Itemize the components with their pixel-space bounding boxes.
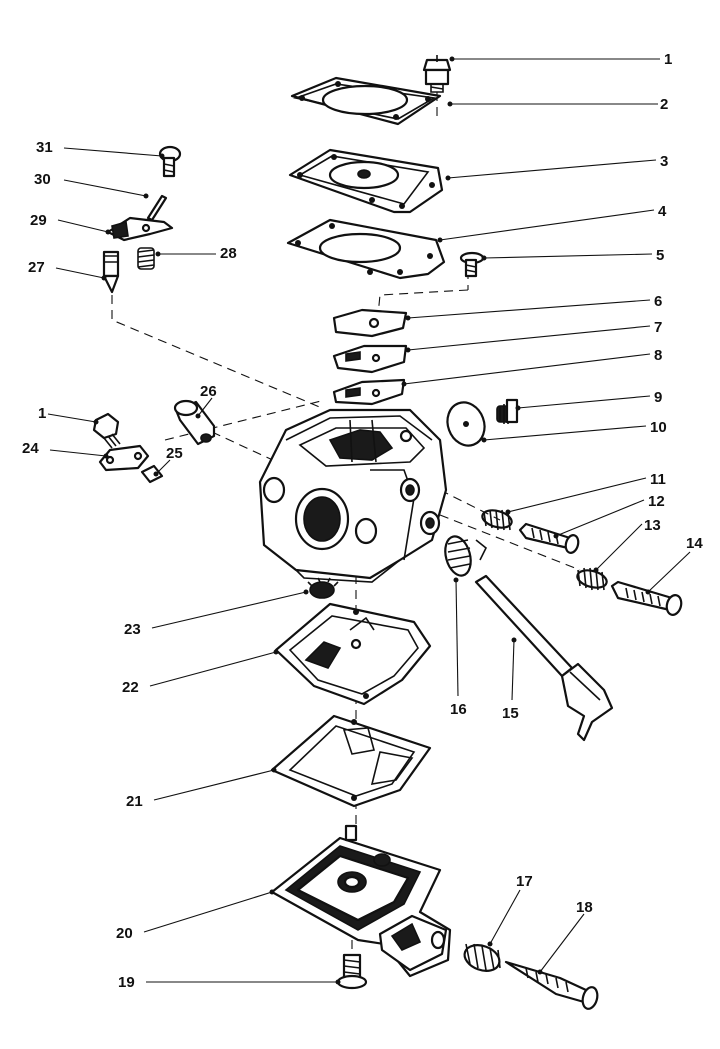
svg-text:14: 14 (686, 535, 703, 552)
callout-16: 16 (450, 577, 467, 718)
callout-28: 28 (155, 245, 237, 262)
svg-text:16: 16 (450, 701, 467, 718)
part-27-needle-valve (102, 250, 120, 294)
svg-text:29: 29 (30, 212, 47, 229)
callout-24: 24 (22, 440, 109, 459)
svg-text:4: 4 (658, 203, 667, 220)
callout-13: 13 (593, 517, 661, 573)
svg-text:18: 18 (576, 899, 593, 916)
callout-30: 30 (34, 171, 149, 199)
part-6-lever-plate (332, 308, 408, 338)
part-16-return-spring (444, 535, 488, 577)
part-25-clip (140, 464, 164, 484)
part-5-screw (459, 251, 485, 278)
callout-23: 23 (124, 589, 309, 638)
part-28-spring (137, 247, 155, 270)
svg-text:20: 20 (116, 925, 133, 942)
svg-text:25: 25 (166, 445, 183, 462)
callout-7: 7 (405, 319, 662, 353)
svg-text:7: 7 (654, 319, 662, 336)
part-14-needle-screw (610, 580, 683, 616)
svg-text:26: 26 (200, 383, 217, 400)
part-30-pin (146, 194, 168, 222)
svg-text:2: 2 (660, 96, 668, 113)
part-15-throttle-shaft (474, 574, 614, 742)
svg-text:22: 22 (122, 679, 139, 696)
part-17-spring (463, 943, 501, 972)
callout-31: 31 (36, 139, 165, 159)
svg-text:8: 8 (654, 347, 662, 364)
part-7-lever (332, 344, 408, 374)
part-23-gear-screen (307, 577, 339, 599)
part-4-gasket (286, 218, 446, 280)
svg-text:17: 17 (516, 873, 533, 890)
svg-text:13: 13 (644, 517, 661, 534)
callout-1-side: 1 (38, 405, 99, 425)
callout-11: 11 (505, 471, 666, 515)
callout-17: 17 (487, 873, 533, 947)
svg-text:5: 5 (656, 247, 664, 264)
part-22-diaphragm (274, 602, 432, 706)
part-20-pump-cover (270, 824, 452, 978)
callout-29: 29 (30, 212, 111, 235)
part-2-cover-plate (290, 76, 442, 126)
callout-15: 15 (502, 637, 519, 722)
carburetor-body (258, 408, 448, 583)
svg-text:11: 11 (650, 471, 666, 488)
svg-text:6: 6 (654, 293, 662, 310)
part-10-disc (446, 401, 486, 447)
callout-19: 19 (118, 974, 341, 991)
part-24-plate (98, 444, 150, 472)
part-3-metering-diaphragm (288, 148, 444, 214)
part-1-side-screw (92, 412, 121, 449)
part-1-top-screw (422, 55, 452, 93)
callout-3: 3 (445, 153, 668, 181)
svg-text:31: 31 (36, 139, 53, 156)
callout-9: 9 (515, 389, 662, 411)
svg-text:1: 1 (38, 405, 46, 422)
callout-12: 12 (553, 493, 665, 539)
callout-27: 27 (28, 259, 107, 281)
svg-text:15: 15 (502, 705, 519, 722)
callout-5: 5 (481, 247, 664, 264)
callout-4: 4 (437, 203, 667, 243)
part-13-spring (576, 567, 608, 591)
part-11-spring (481, 509, 513, 531)
callout-20: 20 (116, 889, 275, 942)
svg-text:1: 1 (664, 51, 672, 68)
part-31-screw (158, 145, 182, 178)
callout-25: 25 (153, 445, 183, 477)
svg-text:3: 3 (660, 153, 668, 170)
part-21-gasket (270, 714, 432, 808)
callout-6: 6 (405, 293, 662, 321)
svg-text:10: 10 (650, 419, 667, 436)
svg-text:9: 9 (654, 389, 662, 406)
callout-2: 2 (447, 96, 668, 113)
callout-1: 1 (449, 51, 672, 68)
svg-text:19: 19 (118, 974, 135, 991)
callout-21: 21 (126, 767, 277, 810)
part-12-needle-screw (518, 522, 580, 554)
svg-text:28: 28 (220, 245, 237, 262)
callout-18: 18 (537, 899, 593, 975)
callout-22: 22 (122, 649, 279, 696)
part-26-fitting (173, 399, 216, 446)
callout-8: 8 (401, 347, 662, 387)
part-9-gear-nut (496, 398, 519, 424)
svg-text:30: 30 (34, 171, 51, 188)
svg-text:24: 24 (22, 440, 39, 457)
part-18-long-screw (504, 960, 599, 1010)
callout-26: 26 (195, 383, 217, 419)
part-19-bottom-screw (336, 953, 368, 990)
svg-text:21: 21 (126, 793, 143, 810)
callout-10: 10 (481, 419, 667, 443)
svg-text:12: 12 (648, 493, 665, 510)
callout-14: 14 (645, 535, 703, 595)
part-8-plate (332, 378, 406, 406)
svg-text:23: 23 (124, 621, 141, 638)
part-29-inlet-lever (106, 216, 174, 242)
svg-text:27: 27 (28, 259, 45, 276)
